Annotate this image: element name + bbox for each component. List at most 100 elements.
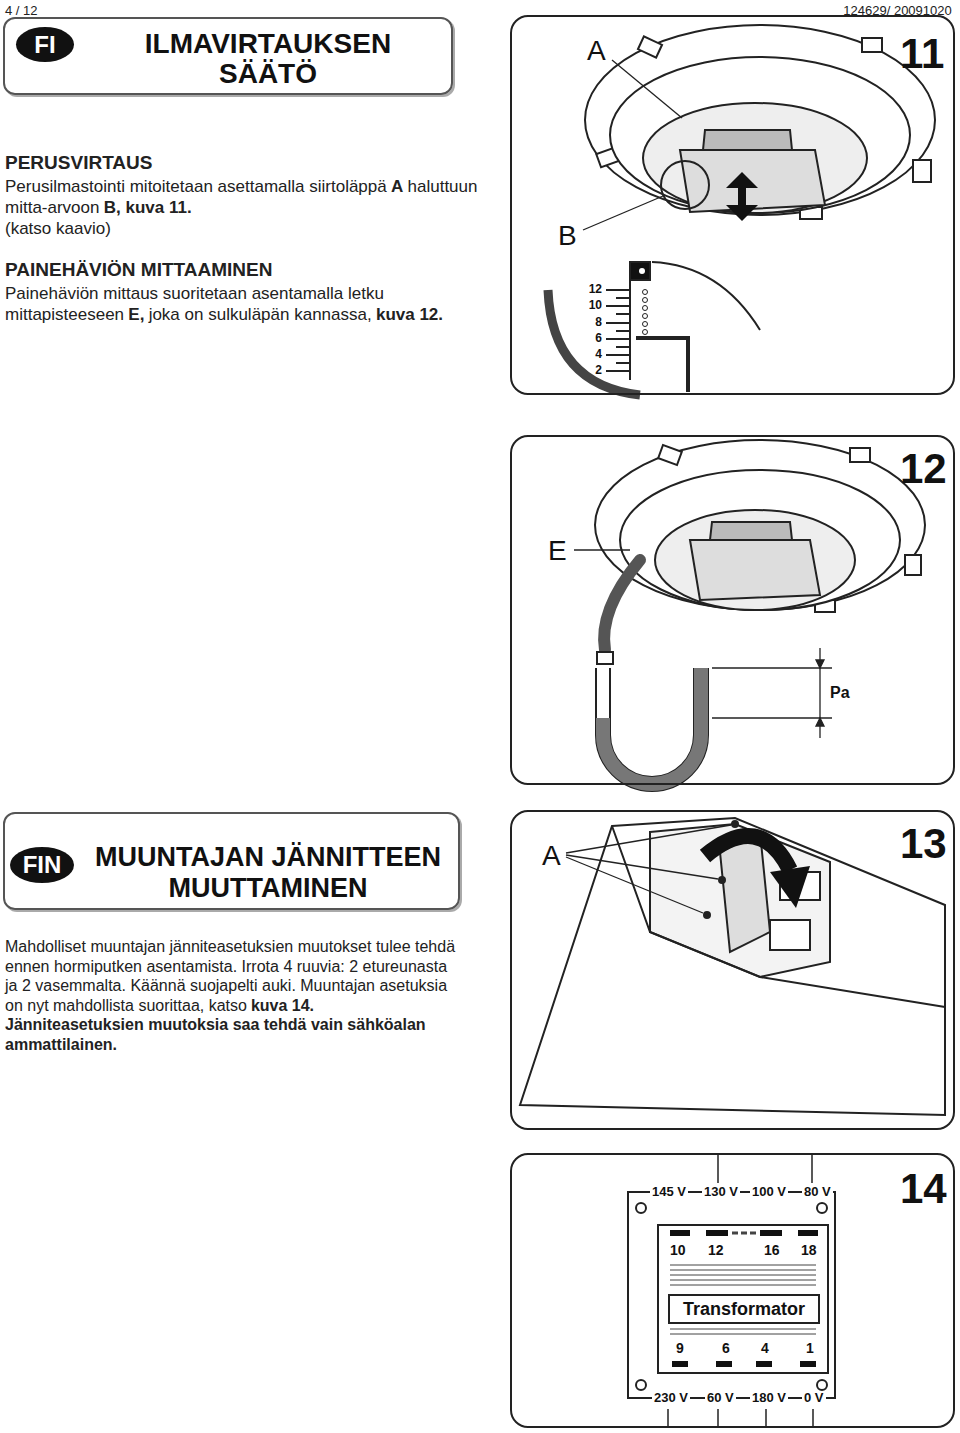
transformer-lamination — [670, 1285, 816, 1286]
open-cover-arrow — [705, 836, 810, 908]
damper-ring — [620, 470, 900, 610]
damper-scale-detail — [548, 262, 760, 395]
voltage-label: 130 V — [702, 1185, 740, 1200]
measuring-hose — [604, 560, 640, 650]
leader-line — [583, 60, 682, 230]
damper-scale-detail — [606, 322, 630, 324]
figure-number: 12 — [900, 445, 947, 493]
transformer-terminal — [756, 1361, 772, 1367]
damper-ring — [585, 25, 935, 219]
body-text: Jänniteasetuksien muutoksia saa tehdä va… — [5, 1015, 453, 1054]
damper-scale-detail — [643, 306, 648, 311]
damper-ring — [595, 440, 925, 610]
voltage-label: 145 V — [650, 1185, 688, 1200]
transformer-terminal — [800, 1361, 816, 1367]
damper-scale-detail — [616, 330, 630, 332]
damper-scale-detail — [616, 346, 630, 348]
damper-ring — [610, 57, 910, 213]
figure-number: 14 — [900, 1165, 947, 1213]
leader-line — [612, 60, 682, 118]
section-heading: PAINEHÄVIÖN MITTAAMINEN — [5, 257, 475, 283]
voltage-label: 0 V — [802, 1391, 826, 1406]
terminal-number: 16 — [764, 1242, 780, 1258]
transformer-terminal — [672, 1361, 688, 1367]
transformer-lamination — [670, 1280, 816, 1281]
terminal-number: 9 — [676, 1340, 684, 1356]
damper-scale-detail — [643, 330, 648, 335]
cooker-hood — [612, 826, 945, 1007]
leader-line — [583, 196, 663, 230]
body-text: 124629/ 20091020 — [843, 3, 951, 18]
voltage-label: 100 V — [750, 1185, 788, 1200]
damper-ring — [710, 522, 792, 540]
transformer-body: 101216189641Transformator — [657, 1224, 829, 1374]
cooker-hood — [719, 877, 725, 883]
section-title: ILMAVIRTAUKSEN SÄÄTÖ — [123, 29, 413, 89]
pressure-dimension — [712, 648, 832, 738]
part-letter: E — [548, 535, 567, 567]
damper-ring — [690, 540, 820, 600]
cooker-hood — [650, 824, 830, 977]
terminal-number: 12 — [708, 1242, 724, 1258]
cooker-hood — [704, 912, 710, 918]
figure-panel: 12EPa — [510, 435, 955, 785]
language-code: FI — [16, 27, 74, 62]
measuring-hose — [604, 560, 640, 650]
damper-scale-detail — [606, 370, 630, 372]
body-text: A — [391, 177, 403, 196]
cooker-hood — [732, 821, 738, 827]
transformer-frame — [636, 1203, 646, 1213]
section-header-box: MUUNTAJAN JÄNNITTEEN MUUTTAMINENFIN — [3, 812, 460, 910]
terminal-number: 10 — [670, 1242, 686, 1258]
voltage-label: 230 V — [652, 1391, 690, 1406]
leader-line — [574, 549, 630, 550]
language-badge: FI — [16, 27, 74, 62]
transformer-name: Transformator — [670, 1297, 818, 1321]
damper-scale-detail — [630, 262, 650, 280]
body-text: B, kuva 11. — [104, 198, 192, 217]
section-title: MUUNTAJAN JÄNNITTEEN MUUTTAMINEN — [83, 842, 453, 904]
voltage-label: 60 V — [705, 1391, 736, 1406]
paragraph: 4 / 12 — [5, 3, 41, 18]
u-tube-manometer — [610, 668, 694, 777]
damper-scale-detail — [643, 298, 648, 303]
paragraph: Mahdolliset muuntajan jänniteasetuksien … — [5, 937, 457, 1054]
damper-scale-detail — [616, 297, 630, 299]
damper-ring — [638, 36, 662, 57]
body-text: kuva 14. — [251, 997, 314, 1014]
transformer-lamination — [670, 1275, 816, 1276]
section-header-box: ILMAVIRTAUKSEN SÄÄTÖ FI — [3, 17, 453, 95]
part-letter: A — [542, 840, 561, 872]
pressure-dimension — [712, 667, 832, 668]
paragraph: PERUSVIRTAUSPerusilmastointi mitoitetaan… — [5, 150, 485, 239]
figure-panel: A11B12108642 — [510, 15, 955, 395]
adjustment-arrow — [726, 172, 758, 221]
paragraph: 124629/ 20091020 — [843, 3, 955, 18]
transformer-terminal — [798, 1230, 818, 1236]
voltage-label: 80 V — [802, 1185, 833, 1200]
transformer-lamination — [670, 1265, 816, 1266]
damper-scale-detail — [643, 290, 648, 295]
terminal-number: 18 — [801, 1242, 817, 1258]
transformer-terminal — [716, 1361, 732, 1367]
damper-ring — [703, 130, 792, 150]
scale-value: 2 — [586, 364, 602, 378]
damper-ring — [862, 38, 882, 52]
figure-panel: A 13 — [510, 810, 955, 1130]
body-text: kuva 12. — [376, 305, 443, 324]
language-code: FIN — [10, 847, 74, 883]
cooker-hood — [520, 818, 945, 1115]
u-tube-manometer — [596, 668, 708, 791]
pressure-dimension — [816, 718, 824, 726]
transformer-terminal — [670, 1230, 690, 1236]
transformer-frame — [817, 1203, 827, 1213]
damper-ring — [913, 160, 931, 182]
damper-ring — [655, 510, 855, 610]
open-cover-arrow — [705, 836, 790, 870]
scale-value: 6 — [586, 332, 602, 346]
damper-ring — [585, 25, 935, 215]
damper-scale-detail — [548, 290, 640, 395]
figure-number: 13 — [900, 820, 947, 868]
voltage-label: 180 V — [750, 1391, 788, 1406]
